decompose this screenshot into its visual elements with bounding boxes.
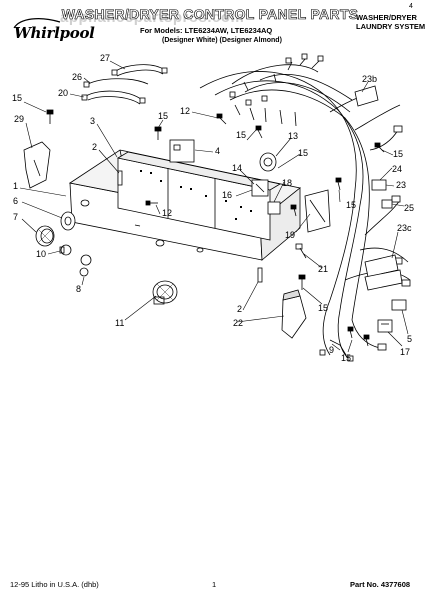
callout-1: 1 [13, 181, 19, 191]
timer-knob [152, 280, 178, 305]
callout-15: 15 [318, 303, 329, 313]
leader-lines [19, 60, 409, 353]
small-knob-8 [79, 254, 92, 277]
callout-2: 2 [92, 142, 98, 152]
bezel-22 [281, 289, 307, 339]
switch-18 [267, 201, 281, 215]
callout-23: 23 [396, 180, 407, 190]
callout-25: 25 [404, 203, 415, 213]
link-21 [295, 243, 307, 259]
connector-24 [371, 179, 387, 191]
wire-26 [83, 78, 149, 88]
connector-5 [391, 299, 407, 311]
screws [46, 109, 385, 347]
callout-12: 12 [162, 208, 173, 218]
connector-23c [364, 254, 403, 291]
callout-14: 14 [232, 163, 243, 173]
wire-20 [81, 90, 146, 105]
connector-9 [329, 339, 347, 356]
callout-21: 21 [318, 264, 329, 274]
callout-7: 7 [13, 212, 19, 222]
callout-20: 20 [58, 88, 69, 98]
connector-25 [381, 199, 393, 209]
callout-24: 24 [392, 164, 403, 174]
switch-16 [251, 179, 269, 197]
callout-26: 26 [72, 72, 83, 82]
brand-logo-swirl-icon [13, 18, 61, 29]
category-line-1: WASHER/DRYER [356, 13, 417, 22]
brand-logo: Whirlpool [14, 24, 95, 42]
connector-17 [377, 319, 393, 333]
model-line: For Models: LTE6234AW, LTE6234AQ [140, 26, 273, 35]
knob-7 [35, 225, 55, 247]
callout-9: 9 [329, 345, 335, 355]
page-title: WASHER/DRYER CONTROL PANEL PARTS [61, 6, 359, 23]
callout-3: 3 [90, 116, 96, 126]
knob-6 [60, 211, 76, 231]
footer-part-number: Part No. 4377608 [350, 580, 411, 589]
category-line-2: LAUNDRY SYSTEM [356, 22, 426, 31]
callout-15: 15 [12, 93, 23, 103]
callout-8: 8 [76, 284, 82, 294]
callout-15: 15 [236, 130, 247, 140]
model-colors: (Designer White) (Designer Almond) [162, 37, 282, 44]
callout-10: 10 [36, 249, 47, 259]
callout-15: 15 [346, 200, 357, 210]
corner-mark: 4 [409, 3, 413, 10]
callout-19: 19 [285, 230, 296, 240]
switch-13 [259, 152, 277, 172]
callout-15: 15 [341, 353, 352, 363]
rear-bracket [116, 151, 282, 241]
footer-litho: 12-95 Litho in U.S.A. (dhb) [10, 580, 99, 589]
callout-16: 16 [222, 190, 233, 200]
switch-4 [169, 139, 195, 163]
footer-page-number: 1 [212, 580, 217, 589]
callout-15: 15 [393, 149, 404, 159]
callout-15: 15 [158, 111, 169, 121]
callout-2: 2 [237, 304, 243, 314]
connector-23b [354, 85, 379, 107]
callout-12: 12 [180, 106, 191, 116]
callout-13: 13 [288, 131, 299, 141]
callout-11: 11 [115, 318, 125, 328]
watermark: appliancepartspros.com [60, 9, 245, 26]
wire-27 [111, 64, 168, 77]
callout-5: 5 [407, 334, 413, 344]
callout-22: 22 [233, 318, 244, 328]
small-knob-10 [59, 244, 72, 256]
callout-15: 15 [298, 148, 309, 158]
callout-27: 27 [100, 53, 111, 63]
callout-17: 17 [400, 347, 411, 357]
actuator-19 [304, 189, 331, 233]
callout-23b: 23b [362, 74, 378, 84]
callout-6: 6 [13, 196, 19, 206]
callout-18: 18 [282, 178, 293, 188]
callout-29: 29 [14, 114, 25, 124]
end-cap [23, 141, 51, 189]
callout-4: 4 [215, 146, 221, 156]
callout-23c: 23c [397, 223, 412, 233]
